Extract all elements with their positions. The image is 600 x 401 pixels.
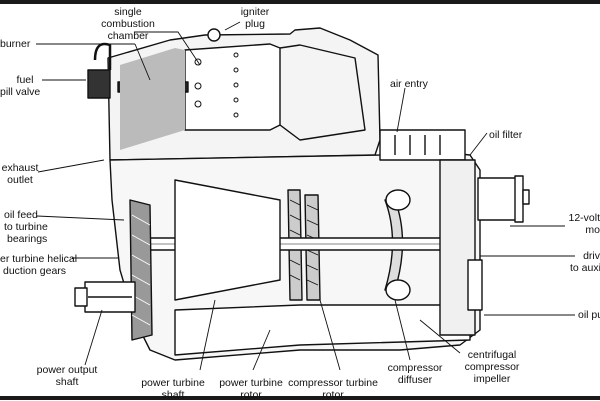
label-combustion-chamber: single combustion chamber [101,6,155,42]
label-burner: burner [0,38,31,50]
label-fuel-spill-valve: fuel pill valve [0,74,41,98]
label-centrifugal-impeller: centrifugal compressor impeller [464,349,520,385]
bottom-border [0,396,600,400]
spill-valve [87,69,111,99]
fuel-pipe [93,42,112,70]
label-air-entry: air entry [390,78,428,90]
helical-reduction-gear [129,199,153,341]
label-reduction-gears: er turbine helical duction gears [0,253,78,277]
starter-motor [477,177,521,221]
igniter-plug-body [207,28,221,42]
top-border [0,0,600,4]
label-exhaust-outlet: exhaust outlet [1,162,39,186]
exhaust-cone [174,179,281,301]
label-oil-pump: oil pu [578,309,600,321]
air-entry-duct [379,129,466,161]
oil-sump [174,304,471,356]
label-igniter-plug: igniter plug [240,6,270,30]
label-power-turbine-shaft: power turbine shaft [141,377,205,401]
label-power-turbine-rotor: power turbine rotor [219,377,283,401]
label-power-output-shaft: power output shaft [36,364,98,388]
diffuser-lower [385,279,411,301]
label-compressor-diffuser: compressor diffuser [387,362,443,386]
transition-duct [279,44,366,141]
label-oil-filter: oil filter [489,129,523,141]
label-starter-motor: 12-volt mo [568,212,600,236]
label-oil-feed: oil feed to turbine bearings [4,209,48,245]
diffuser-upper [385,189,411,211]
label-auxiliary-drive: driv to auxi [570,250,600,274]
label-compressor-turbine-rotor: compressor turbine rotor [288,377,378,401]
accessory-gearbox [439,159,476,336]
leader-lines [36,21,575,371]
